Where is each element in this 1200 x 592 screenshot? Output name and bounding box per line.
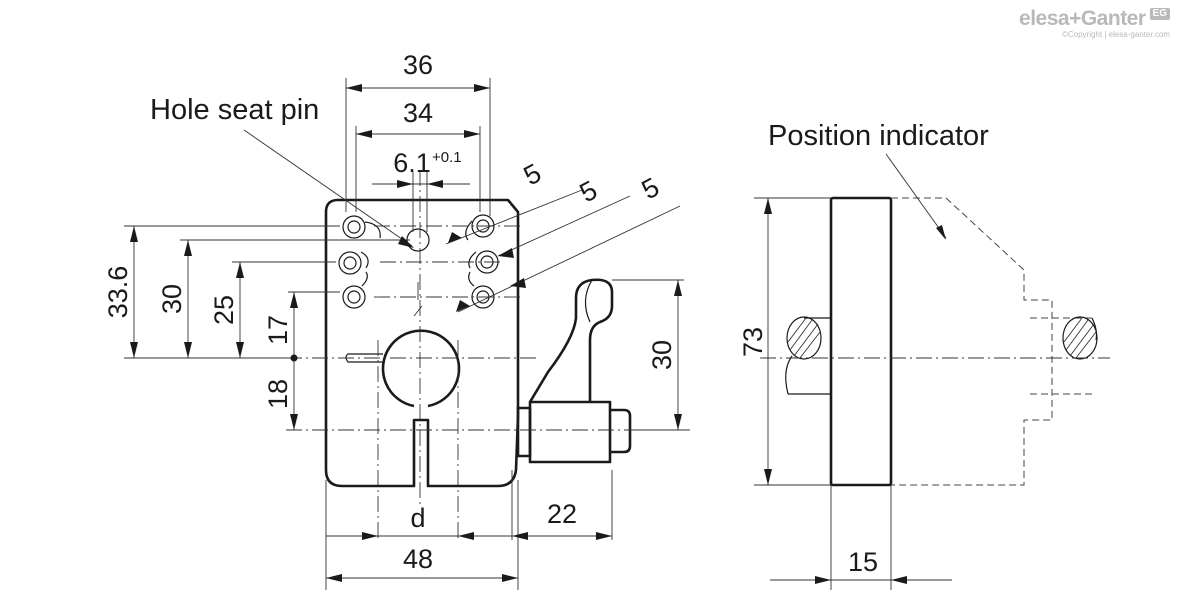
position-indicator-label: Position indicator — [768, 120, 989, 152]
dim-22: 22 — [547, 499, 577, 529]
seat-pin-hole — [406, 228, 430, 252]
hole-seat-pin-label: Hole seat pin — [150, 94, 319, 126]
dim-30-left: 30 — [157, 284, 187, 314]
brand-badge: EG — [1149, 8, 1170, 20]
lever-shaft — [528, 400, 612, 464]
dim-6-1-tolerance: +0.1 — [432, 149, 462, 166]
lever-collar — [516, 406, 532, 458]
side-view — [754, 153, 1110, 590]
clamp-body-outline — [324, 198, 520, 488]
dim-30-right: 30 — [647, 340, 677, 370]
dim-15: 15 — [848, 547, 878, 577]
dim-d-label: d — [410, 503, 425, 533]
dim-5-b: 5 — [575, 175, 602, 209]
bore-slot — [345, 353, 383, 363]
dim-34: 34 — [403, 98, 433, 128]
dim-25: 25 — [209, 295, 239, 325]
dim-33-6: 33.6 — [103, 266, 133, 319]
shaft-section-left — [786, 316, 822, 360]
dim-48: 48 — [403, 544, 433, 574]
lever-edge — [584, 279, 593, 323]
holes-right — [465, 214, 499, 309]
holes-left — [338, 215, 381, 309]
brand-name: elesa+Ganter — [1019, 7, 1146, 30]
dim-5-a: 5 — [519, 158, 546, 192]
dim-73: 73 — [738, 327, 768, 357]
position-indicator-outline — [891, 197, 1053, 486]
lever-handle — [528, 278, 614, 403]
copyright-text: ©Copyright | elesa-ganter.com — [1061, 30, 1170, 39]
dim-18: 18 — [263, 379, 293, 409]
dim-6-1: 6.1 — [393, 148, 431, 178]
central-bore — [381, 329, 461, 408]
dim-36: 36 — [403, 50, 433, 80]
shaft-section-right — [1062, 316, 1098, 360]
side-body — [829, 196, 893, 487]
lever-pin — [610, 408, 632, 454]
dim-17: 17 — [263, 315, 293, 345]
front-view — [124, 78, 690, 590]
dim-5-c: 5 — [637, 172, 664, 206]
